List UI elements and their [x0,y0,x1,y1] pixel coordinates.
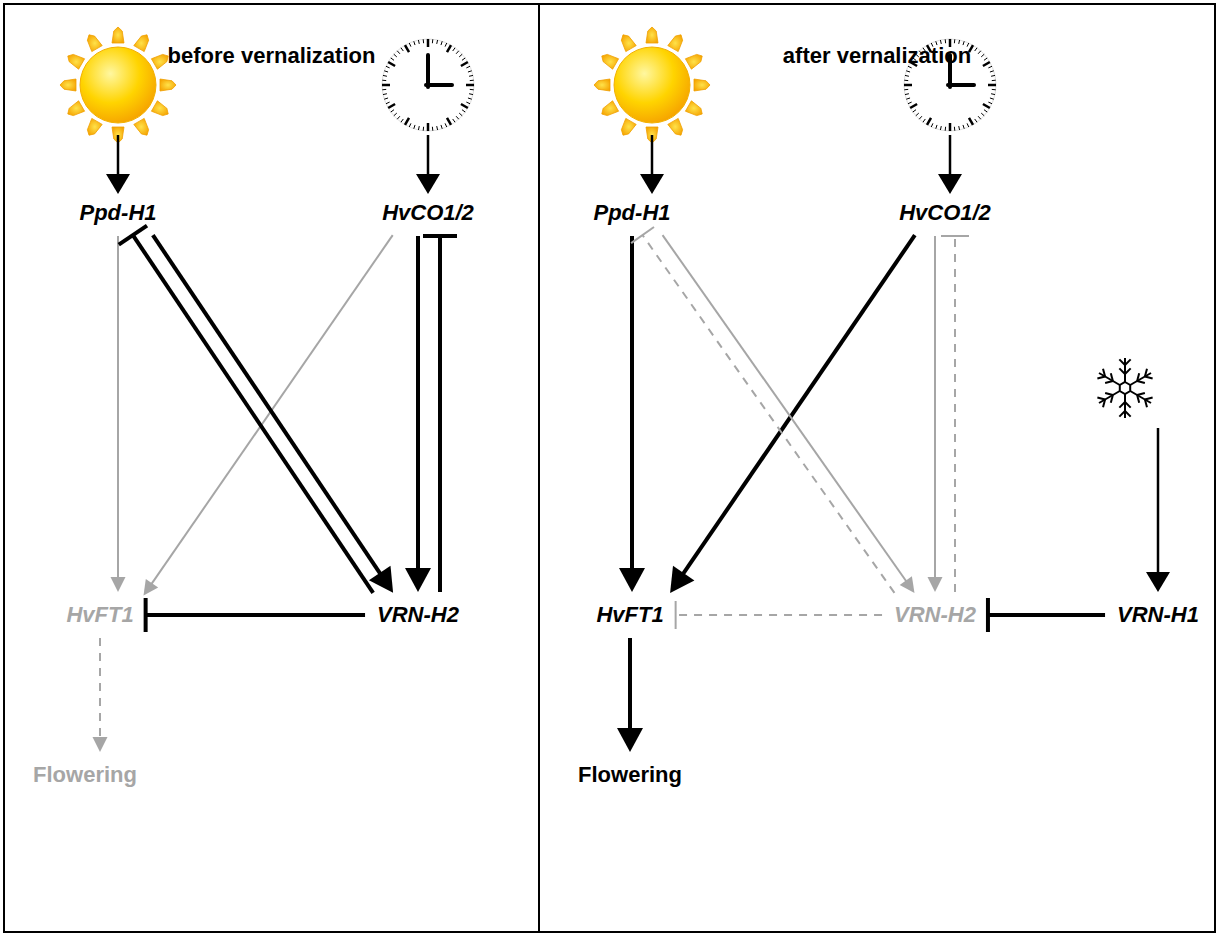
activation-connector [111,236,126,592]
gene-name: HvFT1 [596,602,663,628]
gene-name: HvFT1 [66,602,133,628]
activation-connector [617,638,643,752]
activation-connector [93,638,108,752]
gene-node: VRN-H1 [1110,597,1206,633]
activation-connector [405,236,431,592]
panel-title: before vernalization [5,43,538,69]
gene-name: Ppd-H1 [80,200,157,226]
inhibition-connector [146,598,365,632]
gene-node: Ppd-H1 [73,195,164,231]
inhibition-connector [676,601,882,629]
inhibition-connector [988,598,1105,632]
gene-node: Ppd-H1 [587,195,678,231]
sun-icon [60,27,176,143]
activation-connector [144,235,393,595]
inhibition-connector [631,227,894,593]
gene-name: VRN-H2 [894,602,976,628]
gene-node: HvFT1 [59,597,140,633]
sun-icon [594,27,710,143]
activation-connector [670,235,915,593]
gene-node: HvFT1 [589,597,670,633]
activation-connector [153,235,393,593]
activation-connector [663,235,915,593]
outcome-label: Flowering [26,757,144,793]
gene-node: HvCO1/2 [375,195,481,231]
inhibition-connector [941,236,969,592]
condition-panel: after vernalizationPpd-H1 HvCO1/2HvFT1 VRN… [538,3,1216,933]
gene-node: HvCO1/2 [892,195,998,231]
gene-name: Flowering [578,762,682,788]
inhibition-connector [423,236,457,592]
inhibition-connector [119,226,373,593]
outcome-label: Flowering [571,757,689,793]
activation-connector [619,236,645,592]
gene-node: VRN-H2 [887,597,983,633]
condition-panel: before vernalizationPpd-H1 HvCO1/2HvFT1 VR… [3,3,540,933]
gene-name: VRN-H2 [377,602,459,628]
gene-name: HvCO1/2 [899,200,991,226]
gene-name: VRN-H1 [1117,602,1199,628]
gene-name: Ppd-H1 [594,200,671,226]
clock-icon [382,39,474,131]
activation-connector [928,236,943,592]
gene-node: VRN-H2 [370,597,466,633]
gene-name: HvCO1/2 [382,200,474,226]
panel-title: after vernalization [540,43,1214,69]
gene-name: Flowering [33,762,137,788]
input-arrows [106,135,1170,592]
snowflake-icon [1097,358,1152,418]
